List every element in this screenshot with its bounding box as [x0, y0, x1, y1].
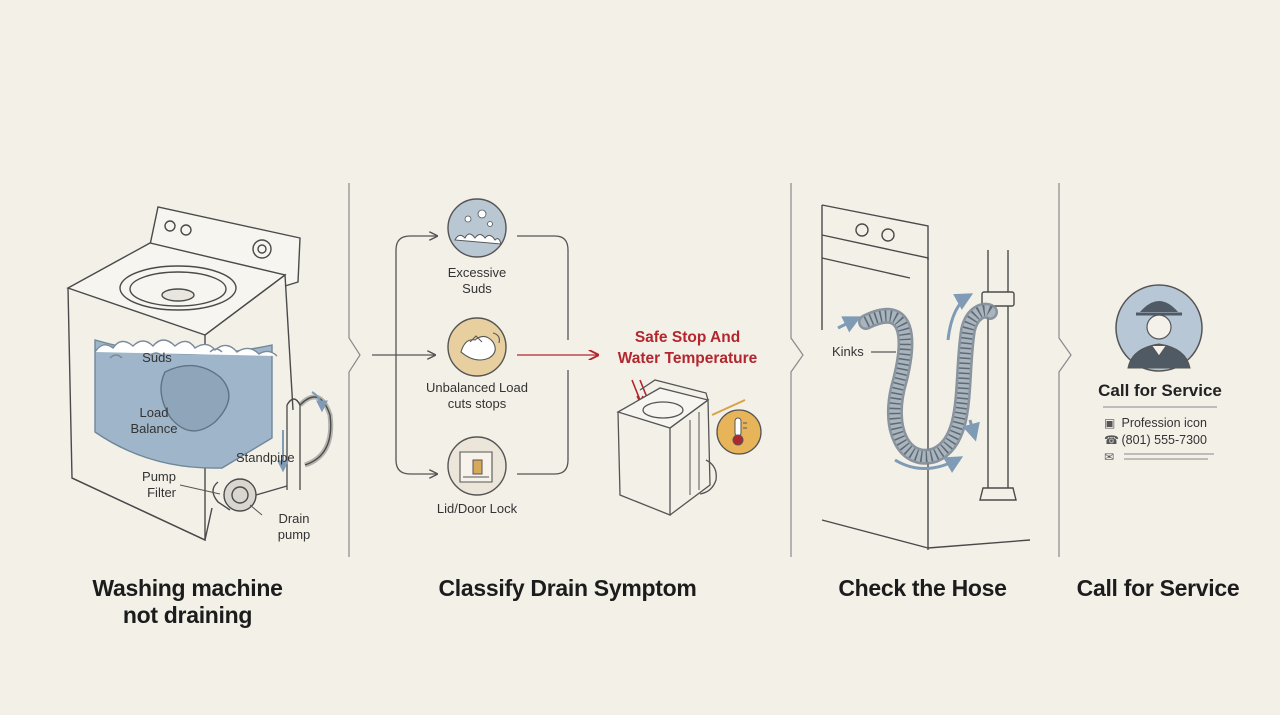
- service-card-title: Call for Service: [1098, 381, 1222, 400]
- phone-row[interactable]: ☎ (801) 555-7300: [1104, 433, 1207, 447]
- phone-icon: ☎: [1104, 433, 1119, 447]
- divider-1: [348, 183, 361, 557]
- standpipe-label: Standpipe: [236, 450, 295, 465]
- panel-title-not-draining: Washing machine not draining: [92, 575, 283, 628]
- drain-pump-label: Drain pump: [277, 511, 311, 542]
- washing-machine-drawing: [66, 206, 334, 542]
- panel-dividers: [348, 183, 1072, 557]
- phone-number[interactable]: (801) 555-7300: [1121, 433, 1207, 447]
- card-dividers: [1103, 406, 1217, 460]
- divider-3: [1058, 183, 1072, 557]
- door-lock-icon: [447, 436, 507, 496]
- washer-thermometer-drawing: [616, 379, 762, 516]
- kinks-label: Kinks: [832, 344, 864, 359]
- profession-row: ▣ Profession icon: [1104, 416, 1207, 430]
- email-row[interactable]: ✉: [1104, 450, 1118, 464]
- unbalanced-load-icon: [447, 317, 507, 377]
- profession-text: Profession icon: [1121, 416, 1207, 430]
- panel-title-check-hose: Check the Hose: [838, 575, 1007, 601]
- briefcase-icon: ▣: [1104, 416, 1116, 430]
- safety-warning: Safe Stop And Water Temperature: [617, 329, 758, 367]
- pump-filter-label: Pump Filter: [142, 469, 176, 500]
- divider-2: [790, 183, 804, 557]
- load-balance-label: Load Balance: [130, 405, 178, 436]
- technician-avatar: [1115, 284, 1203, 372]
- suds-icon: [447, 198, 507, 258]
- symptom-flow: [372, 236, 598, 474]
- suds-label: Suds: [142, 350, 172, 365]
- hose-drawing: [821, 204, 1031, 550]
- panel-title-classify: Classify Drain Symptom: [438, 575, 697, 601]
- panel-title-call-service: Call for Service: [1076, 575, 1240, 601]
- symptom-label-unbalanced: Unbalanced Load cuts stops: [426, 380, 528, 411]
- symptom-label-door-lock: Lid/Door Lock: [436, 501, 518, 516]
- symptom-label-suds: Excessive Suds: [447, 265, 507, 296]
- envelope-icon: ✉: [1104, 450, 1115, 464]
